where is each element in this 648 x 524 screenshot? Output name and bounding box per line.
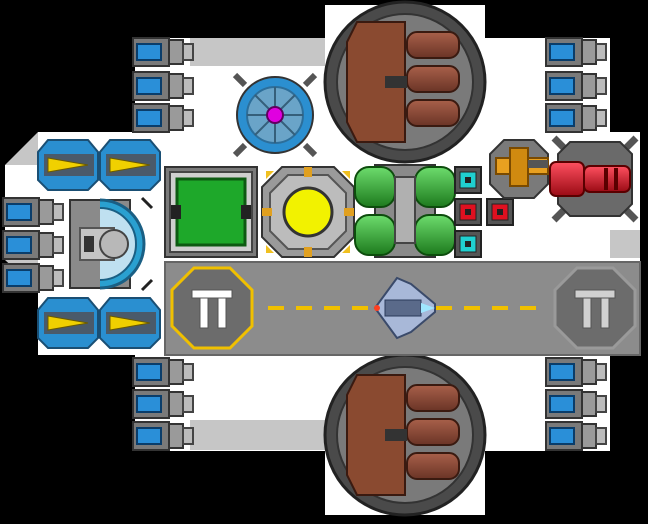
launch-pad-right[interactable] [553, 266, 637, 350]
engine-thruster[interactable] [132, 389, 194, 419]
reactor-core-icon [266, 106, 284, 124]
engine-thruster[interactable] [545, 37, 607, 67]
engine-thruster[interactable] [132, 421, 194, 451]
launch-pad-left[interactable] [170, 266, 254, 350]
control-node[interactable] [486, 198, 514, 226]
engine-thruster[interactable] [2, 230, 64, 260]
runway-stripe [268, 306, 284, 310]
engine-thruster[interactable] [132, 103, 194, 133]
missile-pod[interactable] [37, 139, 99, 191]
hangar-drum[interactable] [323, 353, 487, 517]
control-node[interactable] [454, 166, 482, 194]
engine-thruster[interactable] [132, 71, 194, 101]
engine-thruster[interactable] [2, 263, 64, 293]
hangar-drums [323, 0, 487, 517]
engine-thruster[interactable] [545, 357, 607, 387]
fuel-tanks-module[interactable] [354, 164, 456, 258]
runway-stripe [492, 306, 508, 310]
power-core-module[interactable] [261, 166, 355, 258]
engine-bank [2, 37, 607, 451]
cargo-bay-module[interactable] [164, 166, 258, 258]
laser-turret-module[interactable] [549, 135, 639, 223]
runway-stripe [296, 306, 312, 310]
fighter-ship-icon[interactable] [373, 276, 436, 340]
runway-stripe [520, 306, 536, 310]
engine-thruster[interactable] [2, 197, 64, 227]
control-node[interactable] [454, 230, 482, 258]
engine-thruster[interactable] [132, 37, 194, 67]
missile-pod[interactable] [99, 297, 161, 349]
control-node[interactable] [454, 198, 482, 226]
missile-pod[interactable] [37, 297, 99, 349]
engine-thruster[interactable] [545, 421, 607, 451]
engine-thruster[interactable] [545, 71, 607, 101]
cannon-turret-module[interactable] [489, 139, 549, 199]
missile-pods [37, 139, 161, 349]
runway-stripe [436, 306, 452, 310]
hangar-drum[interactable] [323, 0, 487, 164]
runway-stripe [352, 306, 368, 310]
reactor-module[interactable] [232, 72, 318, 158]
engine-thruster[interactable] [132, 357, 194, 387]
runway-deck [164, 261, 641, 356]
shield-generator-module[interactable] [69, 196, 154, 292]
missile-pod[interactable] [99, 139, 161, 191]
engine-thruster[interactable] [545, 103, 607, 133]
control-nodes [454, 166, 514, 258]
engine-thruster[interactable] [545, 389, 607, 419]
runway-stripe [464, 306, 480, 310]
runway-stripe [324, 306, 340, 310]
